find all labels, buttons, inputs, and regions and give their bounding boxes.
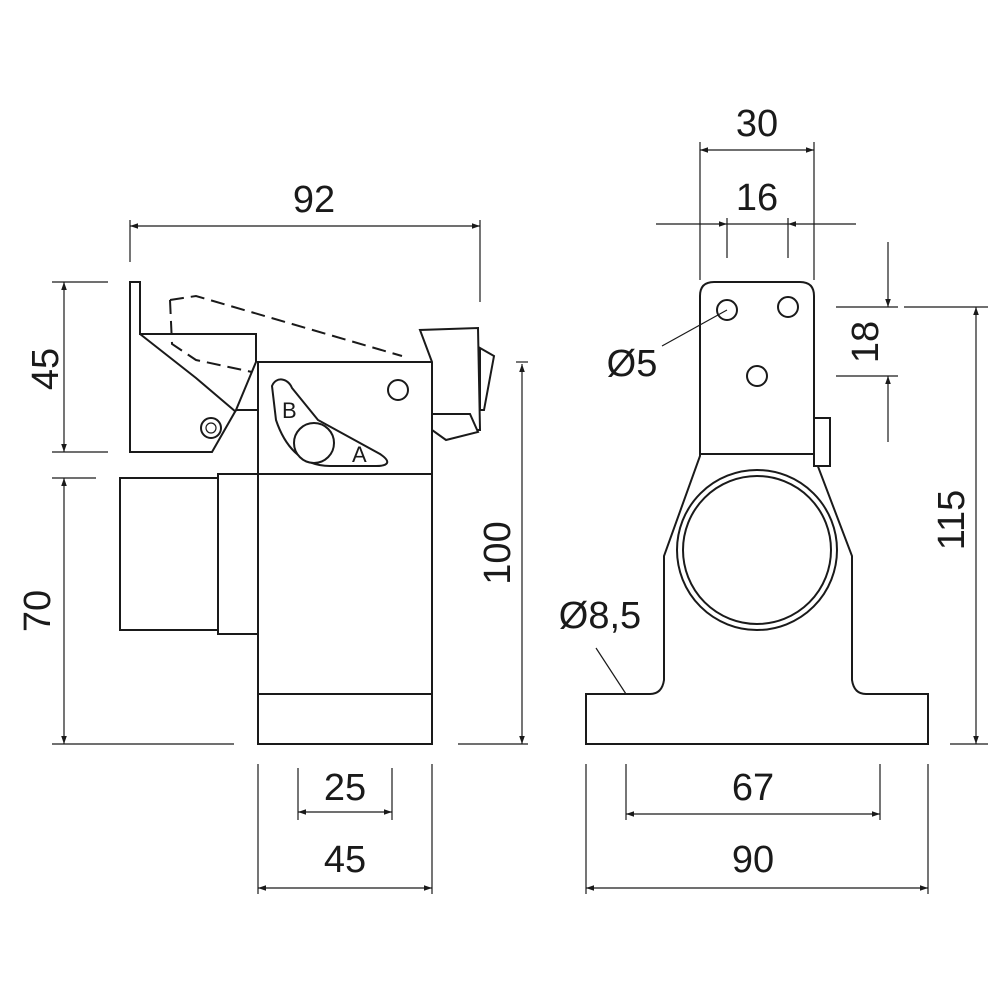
pivot-nut-icon <box>205 422 217 434</box>
side-latch <box>813 417 831 467</box>
dim-inner-width: 25 <box>324 767 366 809</box>
tube-socket <box>119 477 221 631</box>
dim-top-width: 30 <box>736 103 778 145</box>
mount-hole-left-icon <box>716 299 738 321</box>
small-hole-diameter: Ø5 <box>607 343 658 385</box>
base-hole-diameter: Ø8,5 <box>559 595 641 637</box>
right-clamp-tab <box>479 346 496 411</box>
lever-open-position-lower <box>169 299 253 373</box>
dim-outer-width: 45 <box>324 839 366 881</box>
adjustment-slot <box>270 378 389 467</box>
tube-collar <box>217 473 259 635</box>
dim-top-height: 45 <box>25 348 67 390</box>
position-label-a: A <box>352 442 367 467</box>
bracket-body <box>585 281 929 745</box>
side-view: B A 92 45 70 100 25 45 <box>17 179 528 894</box>
tube-bore-inner <box>682 475 832 625</box>
main-housing <box>257 361 433 745</box>
dim-base-hole-spacing: 67 <box>732 767 774 809</box>
small-hole-leader <box>661 309 728 347</box>
dim-base-width: 90 <box>732 839 774 881</box>
housing-bolt-icon <box>387 379 409 401</box>
right-clamp-foot <box>431 413 480 442</box>
front-view: Ø5 Ø8,5 30 16 18 115 67 <box>559 103 988 894</box>
dim-total-height: 100 <box>477 521 519 584</box>
dim-hole-offset: 18 <box>845 321 887 363</box>
mount-hole-center-icon <box>746 365 768 387</box>
dim-overall-length: 92 <box>293 179 335 221</box>
dim-front-total-height: 115 <box>931 490 973 551</box>
lever-open-position <box>169 294 403 357</box>
lever-arm <box>139 333 237 413</box>
dim-lower-height: 70 <box>17 590 59 632</box>
tube-bore-outer <box>676 469 838 631</box>
position-label-b: B <box>282 398 297 423</box>
adjustment-knob-icon <box>293 422 335 464</box>
base-hole-leader <box>595 647 627 695</box>
mount-hole-right-icon <box>777 296 799 318</box>
pivot-bolt-icon <box>200 417 222 439</box>
lever-bracket <box>129 281 257 453</box>
dim-hole-spacing: 16 <box>736 177 778 219</box>
